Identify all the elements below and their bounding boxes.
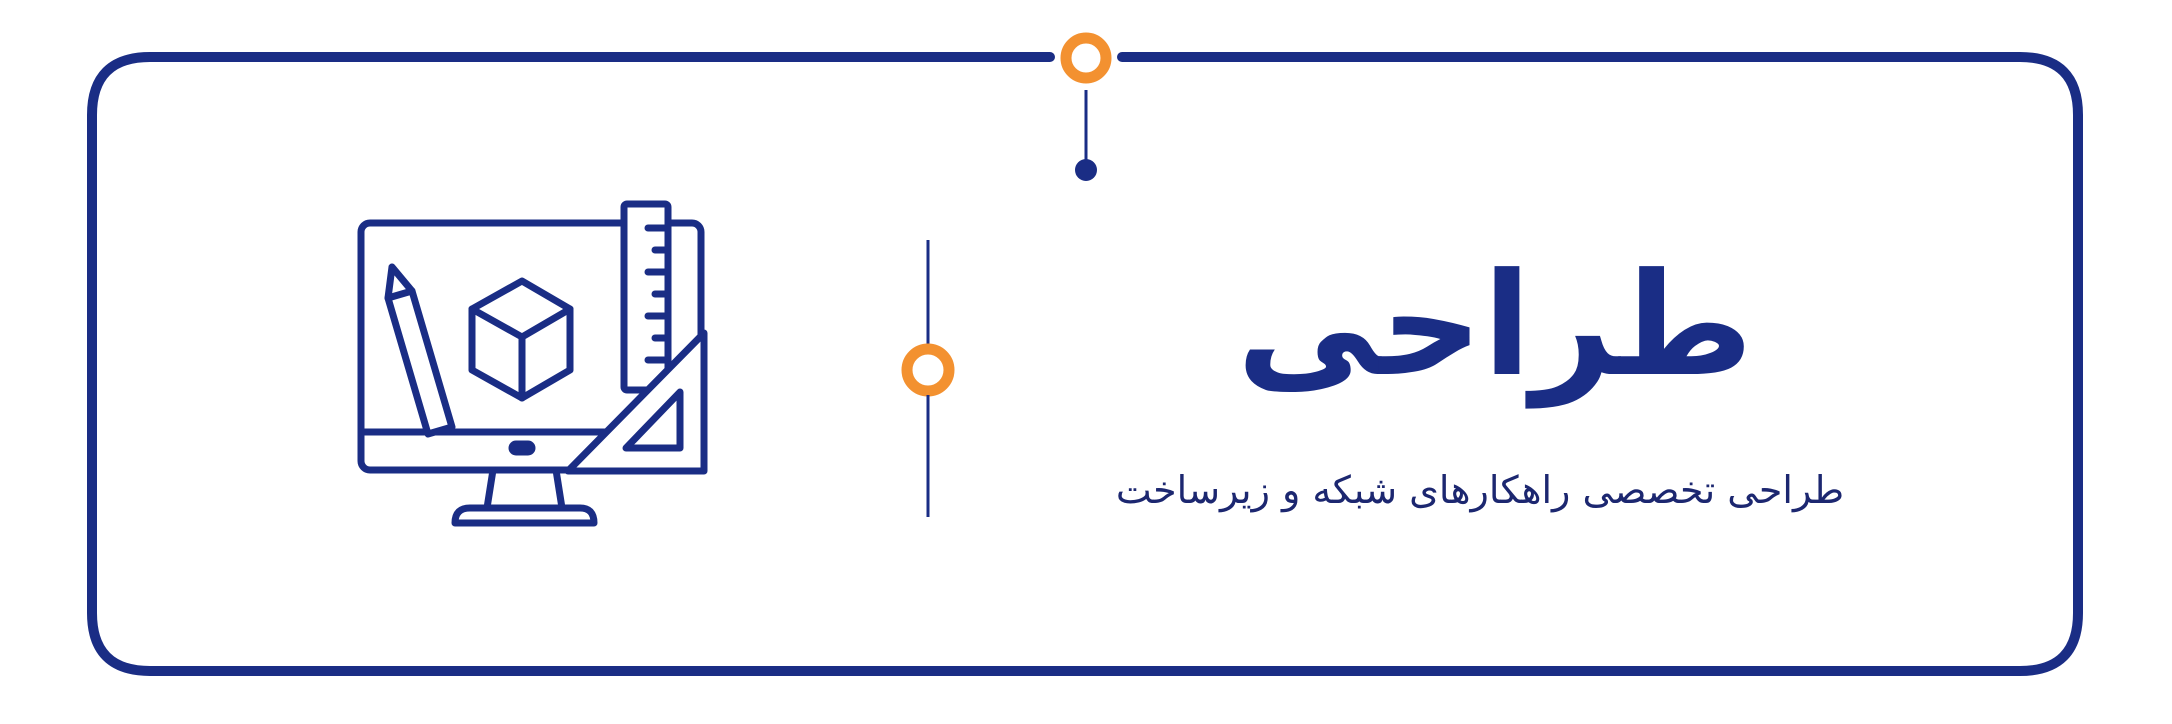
- divider-ring: [901, 343, 955, 397]
- divider: [901, 240, 955, 517]
- top-connector-ring: [1060, 32, 1112, 84]
- top-connector-dot: [1075, 159, 1097, 181]
- card-frame: [87, 52, 2083, 676]
- card-title: طراحی: [1236, 243, 1754, 408]
- ruler-icon: [620, 200, 672, 394]
- set-square-icon: [564, 329, 708, 475]
- card-subtitle: طراحی تخصصی راهکارهای شبکه و زیرساخت: [1115, 468, 1845, 512]
- cube-icon: [468, 277, 574, 402]
- monitor-stand: [483, 466, 566, 512]
- design-monitor-icon: [357, 200, 708, 527]
- top-connector: [1060, 32, 1112, 181]
- power-button: [508, 440, 536, 456]
- pencil-icon: [384, 263, 456, 438]
- monitor-base: [451, 504, 598, 527]
